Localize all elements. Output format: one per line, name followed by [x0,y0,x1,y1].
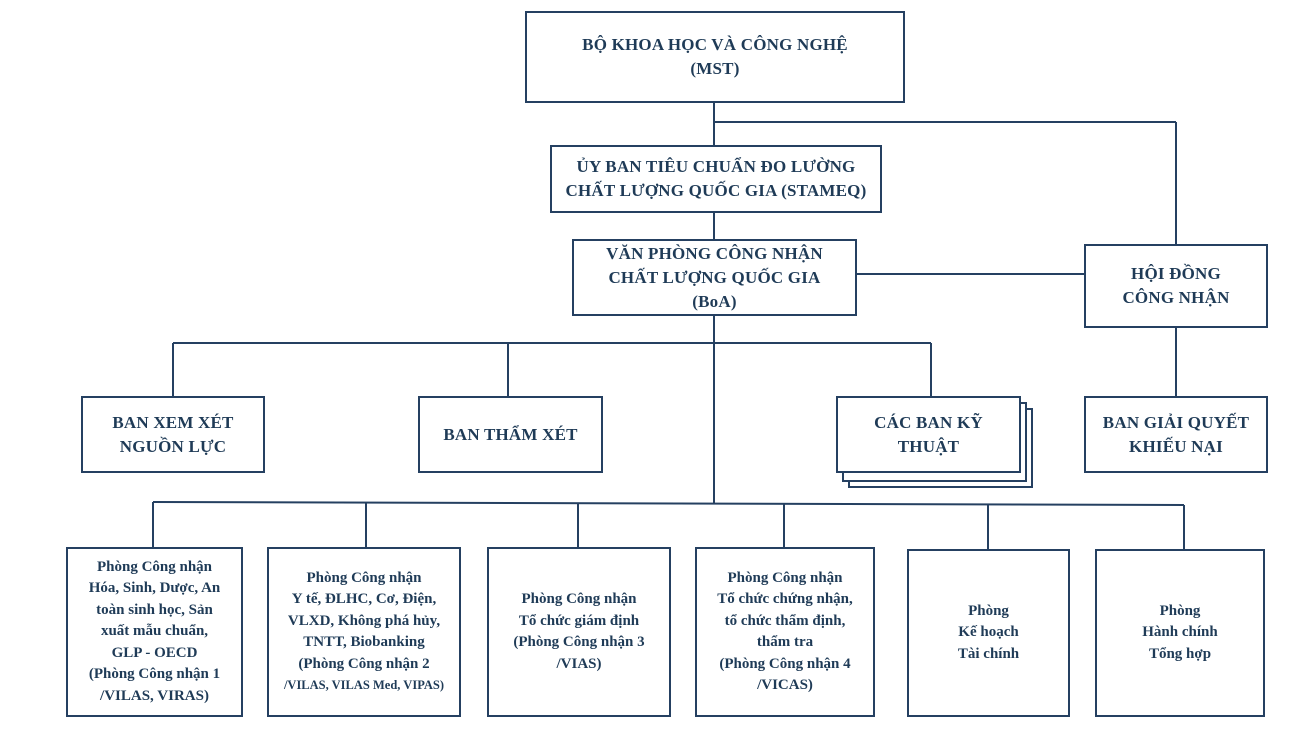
node-appraisal: BAN THẨM XÉT [418,396,603,473]
node-complaints-line2: KHIẾU NẠI [1129,436,1223,456]
node-dept1-line6: (Phòng Công nhận 1 [88,666,221,683]
node-admin-line3: Tổng hợp [1148,645,1212,662]
node-resource-review-line2: NGUỒN LỰC [119,436,227,456]
node-dept1-line5: GLP - OECD [111,644,198,661]
node-stameq: ỦY BAN TIÊU CHUẨN ĐO LƯỜNG CHẤT LƯỢNG QU… [550,145,882,213]
node-stameq-line2: CHẤT LƯỢNG QUỐC GIA (STAMEQ) [565,181,867,200]
node-dept2-line4: TNTT, Biobanking [303,634,425,650]
node-dept2: Phòng Công nhận Y tế, ĐLHC, Cơ, Điện, VL… [267,547,461,717]
node-resource-review-line1: BAN XEM XÉT [112,412,234,432]
node-boa-line2: CHẤT LƯỢNG QUỐC GIA [608,267,821,287]
node-dept1: Phòng Công nhận Hóa, Sinh, Dược, An toàn… [66,547,243,717]
node-boa-line1: VĂN PHÒNG CÔNG NHẬN [606,243,823,263]
node-admin-line2: Hành chính [1142,624,1218,641]
node-dept2-line3: VLXD, Không phá hủy, [287,612,441,629]
node-council-line1: HỘI ĐỒNG [1131,264,1221,283]
node-boa: VĂN PHÒNG CÔNG NHẬN CHẤT LƯỢNG QUỐC GIA … [572,239,857,316]
node-complaints-line1: BAN GIẢI QUYẾT [1102,412,1250,432]
node-dept4-line4: thẩm tra [756,634,814,650]
node-dept2-line2: Y tế, ĐLHC, Cơ, Điện, [291,591,437,607]
node-planning-line3: Tài chính [957,645,1020,662]
node-dept2-line5: (Phòng Công nhận 2 [298,655,430,672]
node-dept4-line3: tổ chức thẩm định, [724,612,846,629]
node-dept1-line3: toàn sinh học, Sản [96,601,213,618]
node-admin-line1: Phòng [1159,602,1201,619]
node-council: HỘI ĐỒNG CÔNG NHẬN [1084,244,1268,328]
node-dept3: Phòng Công nhận Tổ chức giám định (Phòng… [487,547,671,717]
node-dept4-line5: (Phòng Công nhận 4 [719,655,851,672]
node-planning: Phòng Kế hoạch Tài chính [907,549,1070,717]
node-dept4-line6: /VICAS) [757,677,813,693]
node-dept3-line4: /VIAS) [556,655,602,672]
node-appraisal-line1: BAN THẨM XÉT [443,424,578,444]
node-complaints: BAN GIẢI QUYẾT KHIẾU NẠI [1084,396,1268,473]
node-mst-line1: BỘ KHOA HỌC VÀ CÔNG NGHỆ [582,35,848,54]
node-dept2-line1: Phòng Công nhận [306,569,422,586]
node-dept4-line2: Tổ chức chứng nhận, [717,591,853,607]
node-admin: Phòng Hành chính Tổng hợp [1095,549,1265,717]
node-planning-line2: Kế hoạch [958,624,1019,641]
node-dept4: Phòng Công nhận Tổ chức chứng nhận, tổ c… [695,547,875,717]
node-dept4-line1: Phòng Công nhận [727,569,843,586]
node-resource-review: BAN XEM XÉT NGUỒN LỰC [81,396,265,473]
connector-departments-bus [152,501,1185,506]
node-technical-line2: THUẬT [897,436,960,456]
node-dept3-line2: Tổ chức giám định [518,612,640,629]
node-dept1-line2: Hóa, Sinh, Dược, An [88,580,221,597]
node-technical: CÁC BAN KỸ THUẬT [836,396,1021,473]
node-dept3-line1: Phòng Công nhận [521,591,637,607]
node-council-line2: CÔNG NHẬN [1122,288,1230,307]
node-dept2-line6: /VILAS, VILAS Med, VIPAS) [283,678,445,692]
node-mst: BỘ KHOA HỌC VÀ CÔNG NGHỆ (MST) [525,11,905,103]
node-boa-line3: (BoA) [692,291,737,311]
node-technical-line1: CÁC BAN KỸ [874,412,983,432]
node-dept3-line3: (Phòng Công nhận 3 [513,634,645,650]
node-dept1-line1: Phòng Công nhận [96,558,213,575]
node-planning-line1: Phòng [968,602,1009,619]
node-mst-line2: (MST) [690,59,740,78]
node-dept1-line7: /VILAS, VIRAS) [100,687,209,704]
node-dept1-line4: xuất mẫu chuẩn, [100,623,209,640]
node-stameq-line1: ỦY BAN TIÊU CHUẨN ĐO LƯỜNG [576,157,856,176]
